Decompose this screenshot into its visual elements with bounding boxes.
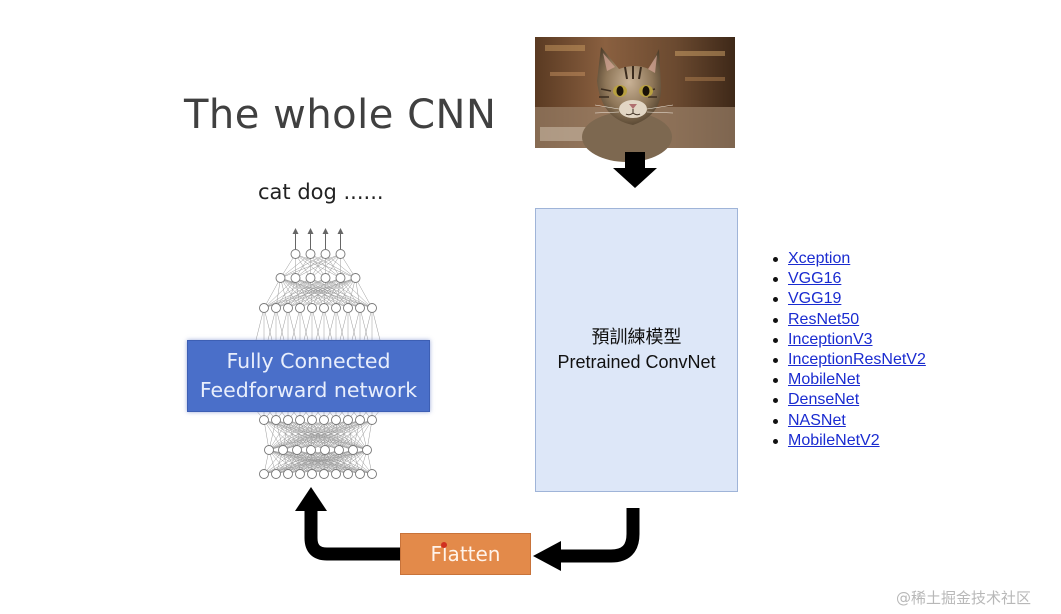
neuron-node [290, 249, 301, 259]
model-list-item: DenseNet [770, 390, 926, 410]
output-arrowhead [337, 228, 344, 234]
neuron-node [319, 415, 329, 425]
neuron-node [355, 303, 365, 313]
neuron-node [305, 249, 316, 259]
neuron-node [331, 469, 341, 479]
model-list-item: ResNet50 [770, 310, 926, 330]
model-link[interactable]: DenseNet [788, 391, 860, 409]
neuron-node [320, 273, 331, 283]
neuron-node [290, 273, 301, 283]
output-arrowhead [307, 228, 314, 234]
neuron-node [362, 445, 372, 455]
neuron-node [283, 469, 293, 479]
model-list-item: VGG19 [770, 289, 926, 309]
neuron-node [355, 469, 365, 479]
neuron-node [307, 469, 317, 479]
neuron-node [295, 415, 305, 425]
neuron-node [264, 445, 274, 455]
neuron-node [307, 303, 317, 313]
neuron-node [259, 469, 269, 479]
page-title: The whole CNN [184, 92, 497, 138]
neuron-node [278, 445, 288, 455]
neuron-node [335, 273, 346, 283]
neuron-node [350, 273, 361, 283]
model-list-item: MobileNetV2 [770, 431, 926, 451]
fc-box-line1: Fully Connected [226, 349, 391, 373]
neuron-node [292, 445, 302, 455]
flatten-marker-dot [441, 542, 447, 548]
neuron-node [319, 469, 329, 479]
neuron-node [343, 303, 353, 313]
model-link[interactable]: NASNet [788, 411, 846, 429]
model-link[interactable]: VGG19 [788, 290, 842, 308]
cat-photo [535, 37, 735, 162]
neuron-node [320, 249, 331, 259]
neuron-node [259, 415, 269, 425]
model-link[interactable]: MobileNet [788, 371, 861, 389]
neuron-node [283, 303, 293, 313]
model-link[interactable]: InceptionResNetV2 [788, 351, 926, 369]
output-class-labels: cat dog ...... [258, 180, 384, 204]
model-list-item: InceptionResNetV2 [770, 350, 926, 370]
neuron-node [271, 415, 281, 425]
neuron-node [367, 415, 377, 425]
neuron-node [305, 273, 316, 283]
watermark: @稀土掘金技术社区 [896, 589, 1032, 607]
neuron-node [295, 469, 305, 479]
neuron-node [295, 303, 305, 313]
model-link[interactable]: InceptionV3 [788, 330, 873, 348]
arrow-curve-up-icon [295, 487, 403, 561]
model-list-item: VGG16 [770, 269, 926, 289]
fully-connected-box: Fully Connected Feedforward network [187, 340, 430, 412]
neuron-node [319, 303, 329, 313]
neuron-node [271, 303, 281, 313]
model-list-item: Xception [770, 249, 926, 269]
model-list-item: InceptionV3 [770, 330, 926, 350]
neuron-node [283, 415, 293, 425]
model-link[interactable]: VGG16 [788, 270, 842, 288]
neuron-node [259, 303, 269, 313]
neural-network-diagram [255, 228, 381, 479]
neuron-node [320, 445, 330, 455]
model-list-item: MobileNet [770, 370, 926, 390]
pretrained-convnet-box: 預訓練模型 Pretrained ConvNet [535, 208, 738, 492]
neuron-node [343, 415, 353, 425]
neuron-node [367, 469, 377, 479]
pretrained-box-line2: Pretrained ConvNet [557, 352, 716, 372]
model-list-item: NASNet [770, 411, 926, 431]
arrow-down-icon [613, 152, 657, 188]
neuron-node [348, 445, 358, 455]
neuron-node [307, 415, 317, 425]
neuron-node [334, 445, 344, 455]
model-link[interactable]: MobileNetV2 [788, 431, 880, 449]
neuron-node [331, 303, 341, 313]
neuron-node [331, 415, 341, 425]
neuron-node [367, 303, 377, 313]
neuron-node [275, 273, 286, 283]
neuron-node [271, 469, 281, 479]
output-arrowhead [292, 228, 299, 234]
model-link[interactable]: Xception [788, 250, 851, 267]
pretrained-box-line1: 預訓練模型 [591, 327, 682, 347]
fc-box-line2: Feedforward network [199, 378, 418, 402]
neuron-node [335, 249, 346, 259]
arrow-curve-left-icon [533, 508, 640, 571]
neuron-node [355, 415, 365, 425]
neuron-node [306, 445, 316, 455]
flatten-box: Flatten [400, 533, 531, 575]
model-link[interactable]: ResNet50 [788, 310, 860, 328]
neuron-node [343, 469, 353, 479]
output-arrowhead [322, 228, 329, 234]
